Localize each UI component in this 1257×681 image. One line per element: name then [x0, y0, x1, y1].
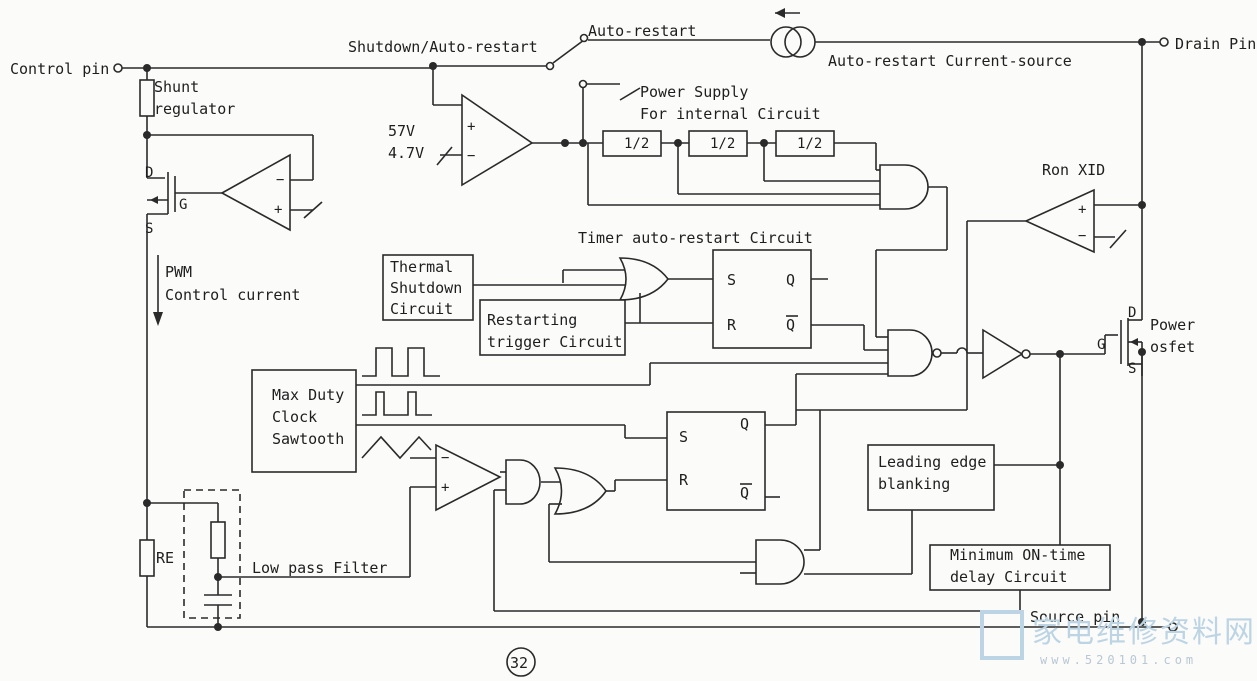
svg-text:−: −	[1078, 228, 1086, 244]
low-pass-filter-box	[183, 489, 241, 619]
current-source-label: Auto-restart Current-source	[828, 52, 1072, 70]
control-pin-terminal	[113, 63, 123, 73]
svg-text:Q: Q	[786, 271, 795, 289]
shunt-resistor	[139, 79, 155, 117]
svg-text:1/2: 1/2	[797, 136, 822, 152]
svg-text:−: −	[441, 450, 449, 466]
and-gate-blanking	[755, 539, 805, 585]
power-mosfet	[1104, 310, 1146, 376]
svg-text:Q: Q	[740, 484, 749, 502]
current-source-symbol	[770, 8, 816, 58]
nand-gate-output	[887, 329, 933, 377]
control-current-label: Control current	[165, 286, 300, 304]
max-duty-clock-box	[251, 369, 357, 473]
power-supply-label: Power Supply	[640, 83, 748, 101]
shunt-mosfet	[146, 170, 222, 222]
re-resistor	[139, 539, 155, 577]
restarting-trigger-box	[479, 299, 626, 356]
re-label: RE	[156, 549, 174, 567]
svg-text:S: S	[1128, 361, 1136, 377]
page-number-badge	[506, 647, 536, 677]
svg-text:+: +	[467, 119, 475, 135]
minimum-on-time-box	[929, 544, 1111, 591]
pwm-label: PWM	[165, 263, 192, 281]
or-gate-timer	[618, 257, 670, 301]
sawtooth-label: Sawtooth	[272, 430, 344, 448]
source-pin-terminal	[1168, 622, 1178, 632]
leading-edge-blanking-box	[867, 444, 995, 511]
svg-text:+: +	[441, 480, 449, 496]
thermal-shutdown-box	[382, 254, 474, 321]
svg-text:1/2: 1/2	[710, 136, 735, 152]
watermark-text: 家电维修资料网	[1032, 615, 1256, 650]
svg-text:R: R	[727, 316, 737, 334]
watermark-logo: 家电维修资料网 www.520101.com	[980, 610, 1256, 667]
svg-text:1/2: 1/2	[624, 136, 649, 152]
pwm-comparator	[435, 443, 502, 512]
source-pin-label: Source pin	[1030, 608, 1120, 626]
or-gate-pwm	[553, 467, 607, 515]
ron-xid-label: Ron XID	[1042, 161, 1105, 179]
output-driver	[982, 328, 1024, 380]
pwm-sr-flipflop	[666, 411, 766, 511]
ron-comparator	[1024, 188, 1095, 254]
svg-text:D: D	[1128, 305, 1136, 321]
shunt-label: Shunt	[154, 78, 199, 96]
restarting-label-1: Restarting	[487, 311, 577, 329]
low-pass-filter-label: Low pass Filter	[252, 559, 387, 577]
clock-label: Clock	[272, 408, 317, 426]
57v-label: 57V	[388, 122, 415, 140]
svg-text:G: G	[1097, 337, 1105, 353]
page-number: 32	[510, 654, 528, 672]
and-gate-pwm	[505, 459, 541, 505]
svg-text:+: +	[274, 202, 282, 218]
svg-text:Q: Q	[786, 316, 795, 334]
delay-circuit-label: delay Circuit	[950, 568, 1067, 586]
power-label: Power	[1150, 316, 1195, 334]
svg-text:−: −	[467, 148, 475, 164]
and-gate-divider	[879, 164, 929, 210]
leading-edge-label: Leading edge	[878, 453, 986, 471]
mosfet-label: osfet	[1150, 338, 1195, 356]
thermal-label-1: Thermal	[390, 258, 453, 276]
auto-restart-switch	[545, 33, 589, 71]
svg-text:Q: Q	[740, 415, 749, 433]
timer-label: Timer auto-restart Circuit	[578, 229, 813, 247]
svg-text:S: S	[145, 221, 153, 237]
thermal-label-2: Shutdown	[390, 279, 462, 297]
power-supply-switch	[578, 79, 641, 141]
svg-text:D: D	[145, 165, 153, 181]
svg-text:−: −	[276, 172, 284, 188]
shunt-comparator	[220, 153, 291, 232]
4.7v-label: 4.7V	[388, 144, 424, 162]
undervoltage-comparator	[461, 93, 534, 187]
control-pin-label: Control pin	[10, 60, 109, 78]
timer-sr-flipflop	[712, 249, 812, 349]
drain-pin-terminal	[1159, 37, 1169, 47]
blanking-label: blanking	[878, 475, 950, 493]
svg-text:R: R	[679, 471, 689, 489]
restarting-label-2: trigger Circuit	[487, 333, 622, 351]
watermark-url: www.520101.com	[1040, 653, 1197, 667]
svg-text:G: G	[179, 197, 187, 213]
minimum-on-time-label: Minimum ON-time	[950, 546, 1085, 564]
thermal-label-3: Circuit	[390, 300, 453, 318]
auto-restart-label: Auto-restart	[588, 22, 696, 40]
svg-text:S: S	[679, 428, 688, 446]
drain-pin-label: Drain Pin	[1175, 35, 1256, 53]
shutdown-label: Shutdown/Auto-restart	[348, 38, 538, 56]
svg-text:S: S	[727, 271, 736, 289]
svg-text:+: +	[1078, 202, 1086, 218]
max-duty-label: Max Duty	[272, 386, 344, 404]
regulator-label: regulator	[154, 100, 235, 118]
internal-circuit-label: For internal Circuit	[640, 105, 821, 123]
divider-chain	[602, 130, 876, 157]
